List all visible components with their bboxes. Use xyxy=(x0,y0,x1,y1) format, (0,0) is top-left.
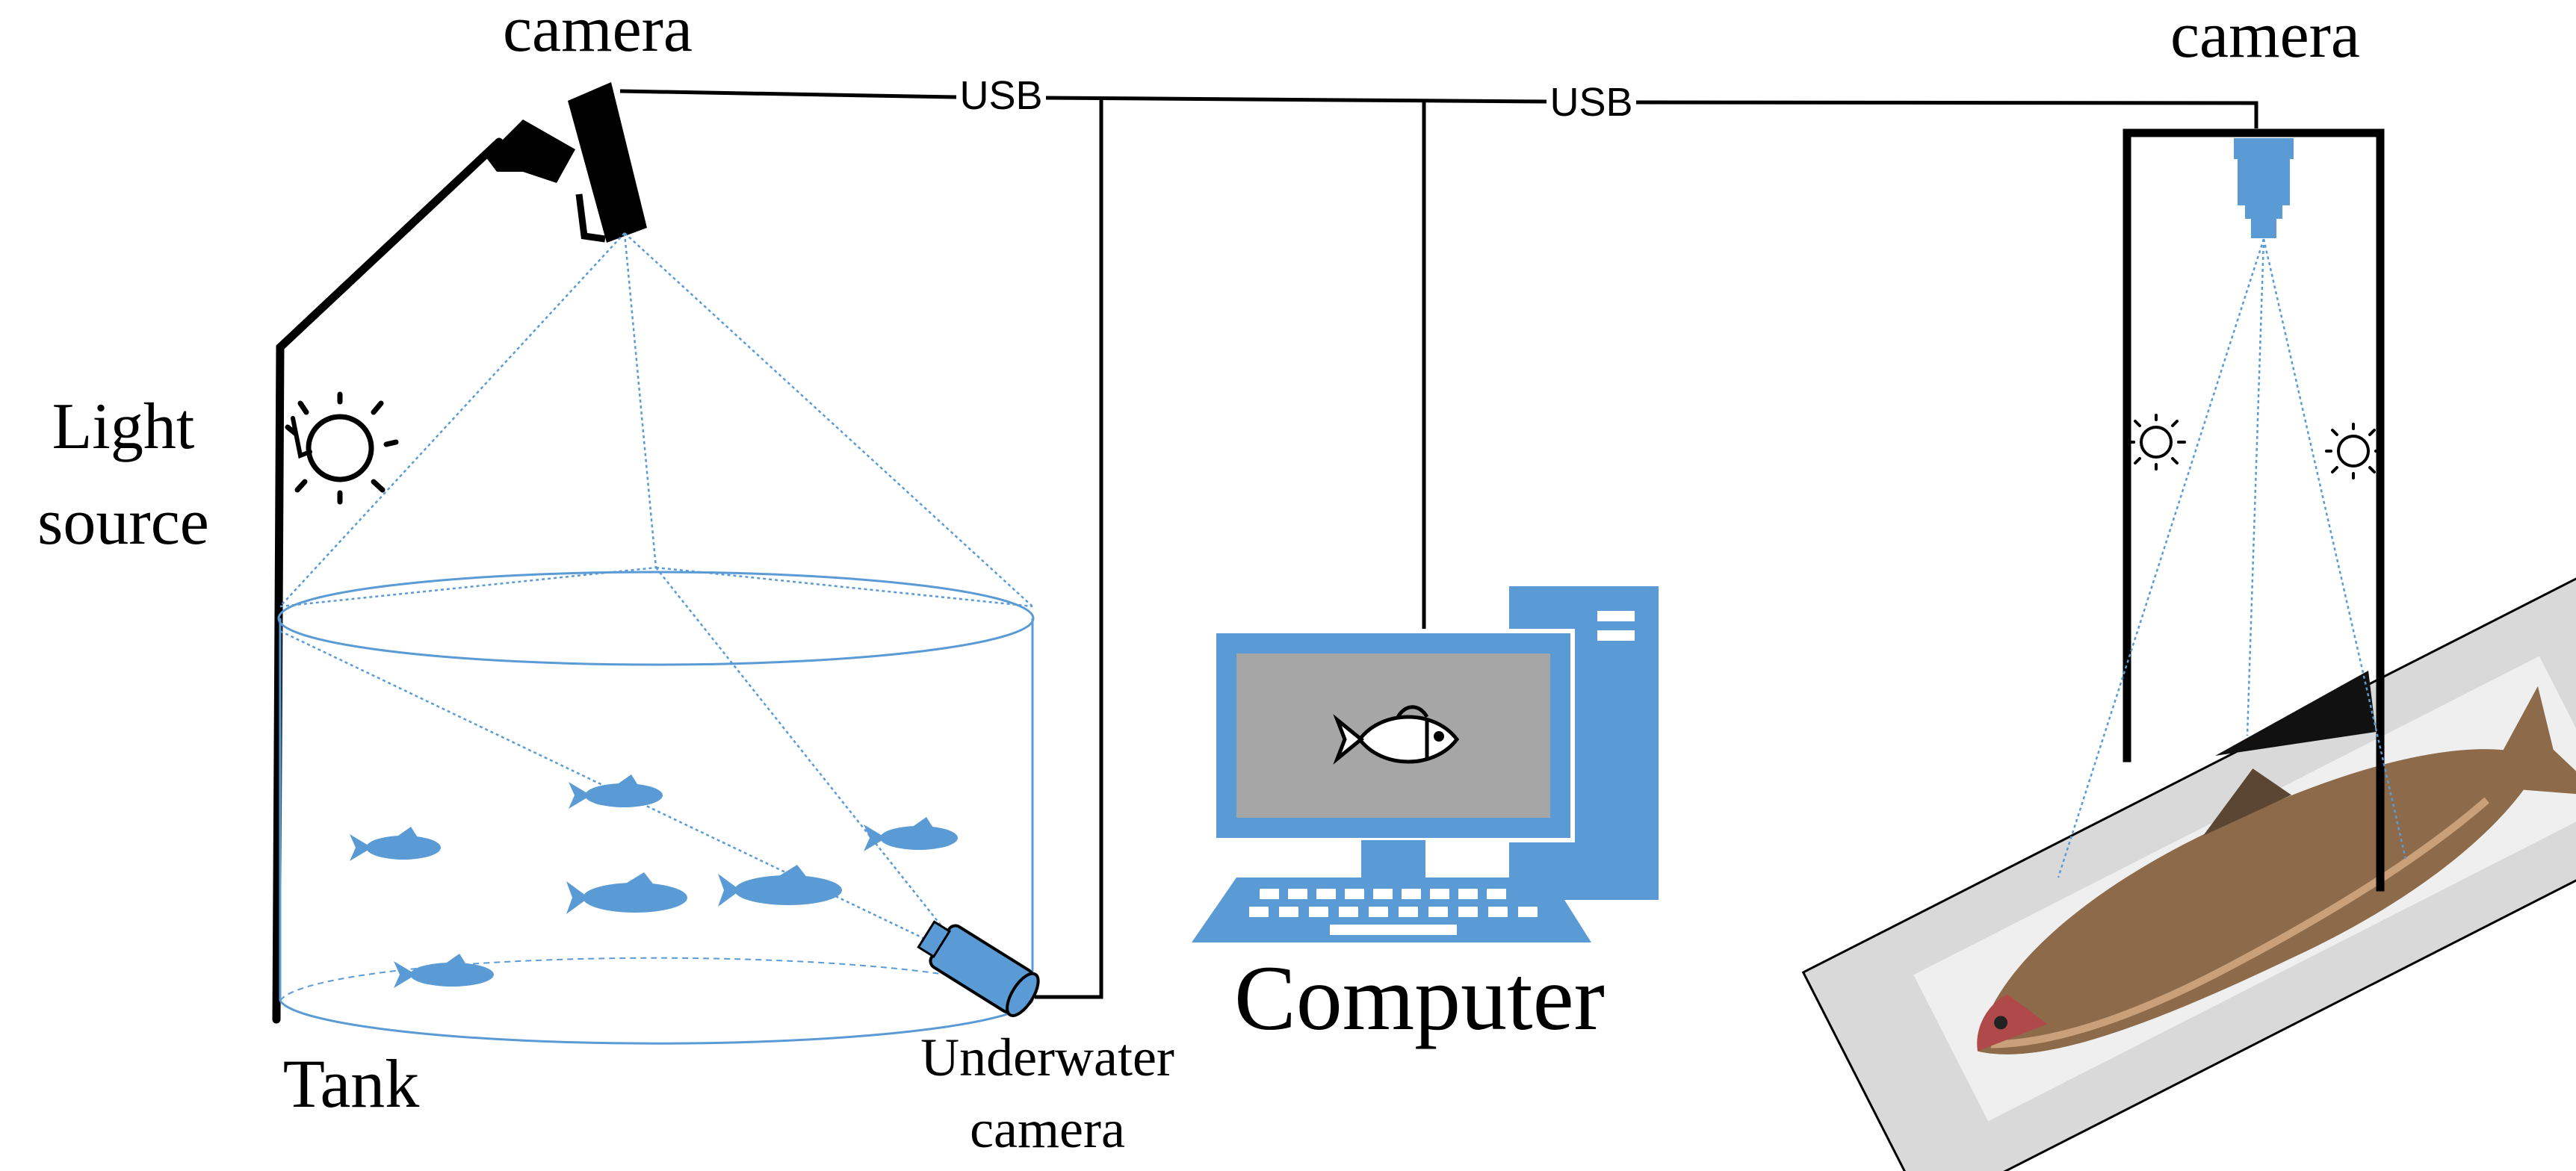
light-source-label-line2: source xyxy=(37,486,209,559)
tank-label: Tank xyxy=(283,1046,420,1122)
usb-label-left: USB xyxy=(959,73,1042,118)
keyboard-keys xyxy=(1249,889,1538,935)
sun-icon-right-1 xyxy=(2128,414,2186,470)
plate-pointer xyxy=(2215,671,2376,756)
camera-mount-icon xyxy=(486,119,575,183)
right-camera-field-of-view xyxy=(2057,238,2407,878)
fish-icon xyxy=(864,817,958,851)
light-source-label-line1: Light xyxy=(52,391,195,463)
right-camera-icon xyxy=(2234,138,2294,238)
fish-icon xyxy=(718,865,842,907)
fish-icon xyxy=(566,872,687,914)
usb-label-right: USB xyxy=(1549,80,1632,125)
top-camera xyxy=(486,82,647,243)
usb-cable-hub-segment xyxy=(1045,96,1547,104)
sun-icon-left xyxy=(285,391,399,505)
screen-fish-icon xyxy=(1333,705,1460,765)
computer-icon xyxy=(1192,586,1659,942)
usb-cables xyxy=(619,89,2258,999)
underwater-camera-icon xyxy=(917,920,1040,1017)
camera-label-right: camera xyxy=(2170,0,2360,72)
fish-icon xyxy=(394,954,494,988)
imaging-plate xyxy=(1801,564,2576,1171)
underwater-camera-label-line1: Underwater xyxy=(920,1028,1174,1087)
usb-cable-underwater-camera xyxy=(1035,97,1103,999)
underwater-camera-label-line2: camera xyxy=(970,1099,1125,1159)
fish-icon xyxy=(569,774,663,809)
fish-icon xyxy=(350,827,441,861)
fish-tank xyxy=(277,571,1035,1045)
tank-fish-group xyxy=(350,774,958,988)
usb-cable-right-camera xyxy=(1635,100,2258,128)
fish-photo xyxy=(1913,656,2576,1122)
sun-icon-right-2 xyxy=(2325,423,2383,479)
camera-pole xyxy=(272,137,504,1024)
usb-cable-top-camera xyxy=(619,89,957,99)
camera-frame xyxy=(2123,128,2385,892)
computer-label: Computer xyxy=(1234,947,1605,1049)
camera-body-icon xyxy=(568,82,647,243)
camera-label-top: camera xyxy=(503,0,693,66)
